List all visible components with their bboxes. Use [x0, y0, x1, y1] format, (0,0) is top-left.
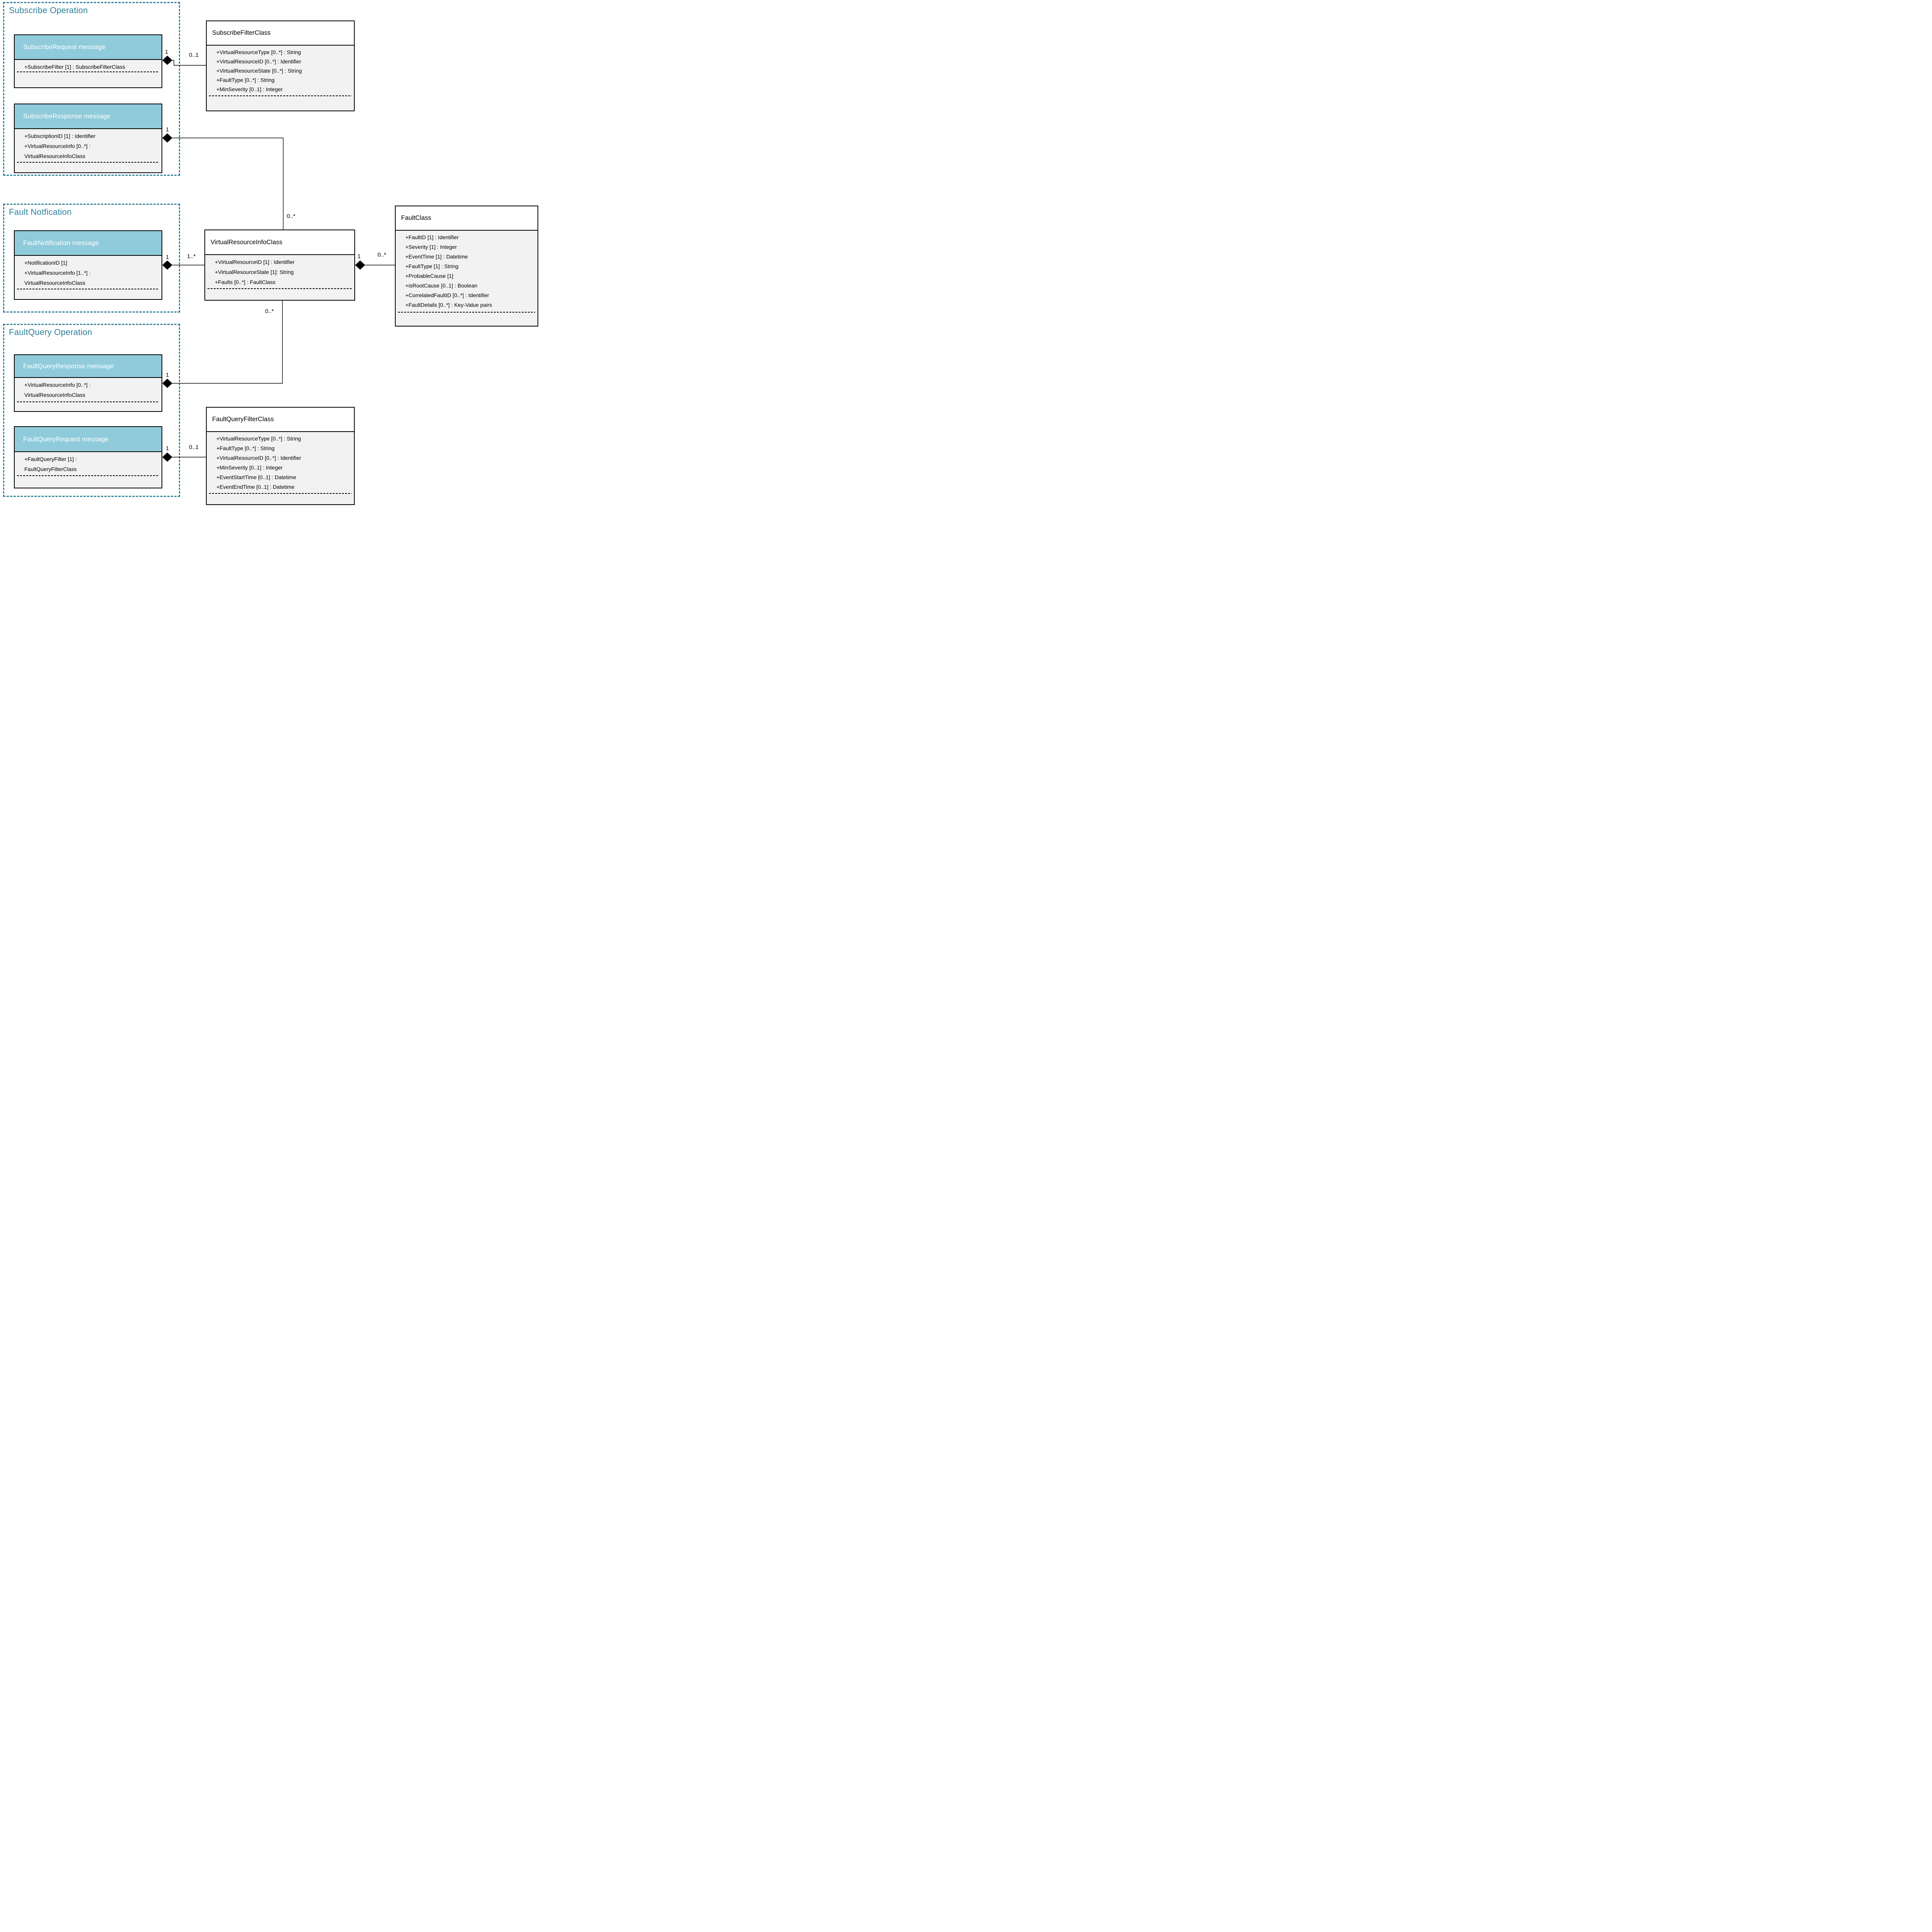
multiplicity-label: 0..1	[189, 52, 199, 58]
multiplicity-label: 0..1	[189, 444, 199, 451]
attribute-separator	[398, 312, 535, 313]
attribute: +VirtualResourceID [1] : Identifier	[215, 259, 295, 265]
attribute: +FaultType [0..*] : String	[216, 77, 275, 83]
attribute: FaultQueryFilterClass	[24, 466, 77, 472]
attribute: +VirtualResourceType [0..*] : String	[216, 49, 301, 55]
attribute-separator	[207, 288, 352, 289]
attribute: +FaultType [1] : String	[405, 263, 459, 269]
attribute-separator	[17, 162, 159, 163]
multiplicity-label: 1	[166, 126, 169, 133]
subscribe-filter-class-attributes: +VirtualResourceType [0..*] : String +Vi…	[207, 46, 354, 109]
composition-diamond-icon	[355, 260, 365, 270]
fault-class-title: FaultClass	[396, 206, 537, 231]
subscribe-request-message-box: SubscribeRequest message +SubscribeFilte…	[14, 34, 162, 88]
virtual-resource-info-class-title: VirtualResourceInfoClass	[205, 230, 354, 255]
attribute: +EventTime [1] : Datetime	[405, 253, 468, 260]
group-faultquery-operation-title: FaultQuery Operation	[9, 327, 92, 337]
fault-notification-message-title: FaultNotification message	[15, 231, 162, 256]
attribute-separator	[17, 71, 159, 72]
virtual-resource-info-class-box: VirtualResourceInfoClass +VirtualResourc…	[204, 230, 355, 301]
attribute: +SubscriptionID [1] : Identifier	[24, 133, 96, 139]
attribute: +isRootCause [0..1] : Boolean	[405, 282, 478, 289]
fault-notification-attributes: +NotificationID [1] +VirtualResourceInfo…	[15, 256, 162, 298]
attribute: +NotificationID [1]	[24, 260, 67, 266]
attribute: +FaultType [0..*] : String	[216, 445, 275, 451]
attribute: +MinSeverity [0..1] : Integer	[216, 464, 283, 471]
faultquery-filter-class-box: FaultQueryFilterClass +VirtualResourceTy…	[206, 407, 355, 505]
attribute: +FaultID [1] : Identifier	[405, 234, 459, 240]
attribute: +VirtualResourceState [0..*] : String	[216, 68, 302, 74]
group-fault-notification: Fault Notfication	[3, 204, 180, 313]
subscribe-response-attributes: +SubscriptionID [1] : Identifier +Virtua…	[15, 129, 162, 171]
fault-notification-message-box: FaultNotification message +NotificationI…	[14, 230, 162, 300]
attribute: +SubscribeFilter [1] : SubscribeFilterCl…	[24, 64, 126, 70]
attribute: +VirtualResourceType [0..*] : String	[216, 435, 301, 442]
faultquery-response-message-title: FaultQueryResponse message	[15, 355, 162, 378]
subscribe-filter-class-title: SubscribeFilterClass	[207, 21, 354, 46]
attribute-separator	[17, 475, 159, 476]
faultquery-response-message-box: FaultQueryResponse message +VirtualResou…	[14, 354, 162, 412]
group-subscribe-operation-title: Subscribe Operation	[9, 5, 88, 15]
multiplicity-label: 1	[166, 372, 169, 378]
subscribe-request-attributes: +SubscribeFilter [1] : SubscribeFilterCl…	[15, 60, 162, 86]
multiplicity-label: 1..*	[187, 253, 196, 260]
multiplicity-label: 0..*	[265, 308, 274, 315]
faultquery-response-attributes: +VirtualResourceInfo [0..*] : VirtualRes…	[15, 378, 162, 410]
attribute: +FaultQueryFilter [1] :	[24, 456, 77, 462]
connector-response-to-vri	[172, 138, 284, 230]
subscribe-response-message-title: SubscribeResponse message	[15, 104, 162, 129]
multiplicity-label: 1	[165, 49, 168, 55]
attribute: +VirtualResourceInfo [1..*] :	[24, 270, 91, 276]
faultquery-request-message-title: FaultQueryRequest message	[15, 427, 162, 452]
attribute: +CorrelatedFaultID [0..*] : Identifier	[405, 292, 489, 298]
fault-class-attributes: +FaultID [1] : Identifier +Severity [1] …	[396, 231, 537, 324]
multiplicity-label: 0..*	[287, 213, 296, 219]
attribute: +VirtualResourceInfo [0..*] :	[24, 143, 91, 149]
multiplicity-label: 1	[357, 253, 361, 260]
subscribe-filter-class-box: SubscribeFilterClass +VirtualResourceTyp…	[206, 20, 355, 111]
multiplicity-label: 1	[166, 254, 169, 260]
attribute: +FaultDetails [0..*] : Key-Value pairs	[405, 302, 492, 308]
attribute-separator	[209, 493, 352, 494]
group-subscribe-operation: Subscribe Operation	[3, 2, 180, 176]
faultquery-request-message-box: FaultQueryRequest message +FaultQueryFil…	[14, 426, 162, 488]
attribute: +VirtualResourceID [0..*] : Identifier	[216, 455, 301, 461]
uml-diagram-canvas: Subscribe Operation Fault Notfication Fa…	[0, 0, 554, 507]
fault-class-box: FaultClass +FaultID [1] : Identifier +Se…	[395, 206, 538, 327]
multiplicity-label: 0..*	[378, 252, 386, 258]
group-faultquery-operation: FaultQuery Operation	[3, 324, 180, 497]
attribute-separator	[17, 401, 159, 402]
virtual-resource-info-class-attributes: +VirtualResourceID [1] : Identifier +Vir…	[205, 255, 354, 299]
attribute-separator	[209, 95, 352, 96]
attribute: +VirtualResourceState [1]: String	[215, 269, 294, 275]
faultquery-request-attributes: +FaultQueryFilter [1] : FaultQueryFilter…	[15, 452, 162, 486]
attribute: VirtualResourceInfoClass	[24, 280, 85, 286]
attribute: VirtualResourceInfoClass	[24, 392, 85, 398]
group-fault-notification-title: Fault Notfication	[9, 207, 72, 217]
attribute: +EventEndTime [0..1] : Datetime	[216, 484, 295, 490]
subscribe-response-message-box: SubscribeResponse message +SubscriptionI…	[14, 104, 162, 173]
subscribe-request-message-title: SubscribeRequest message	[15, 35, 162, 60]
attribute: +Severity [1] : Integer	[405, 244, 457, 250]
attribute: +Faults [0..*] : FaultClass	[215, 279, 276, 285]
attribute: +VirtualResourceID [0..*] : Identifier	[216, 58, 301, 65]
attribute: +EventStartTime [0..1] : Datetime	[216, 474, 296, 480]
faultquery-filter-class-attributes: +VirtualResourceType [0..*] : String +Fa…	[207, 432, 354, 503]
multiplicity-label: 1	[166, 445, 169, 452]
attribute: VirtualResourceInfoClass	[24, 153, 85, 159]
faultquery-filter-class-title: FaultQueryFilterClass	[207, 408, 354, 432]
attribute: +VirtualResourceInfo [0..*] :	[24, 382, 91, 388]
attribute: +MinSeverity [0..1] : Integer	[216, 86, 283, 92]
attribute: +ProbableCause [1]	[405, 273, 454, 279]
